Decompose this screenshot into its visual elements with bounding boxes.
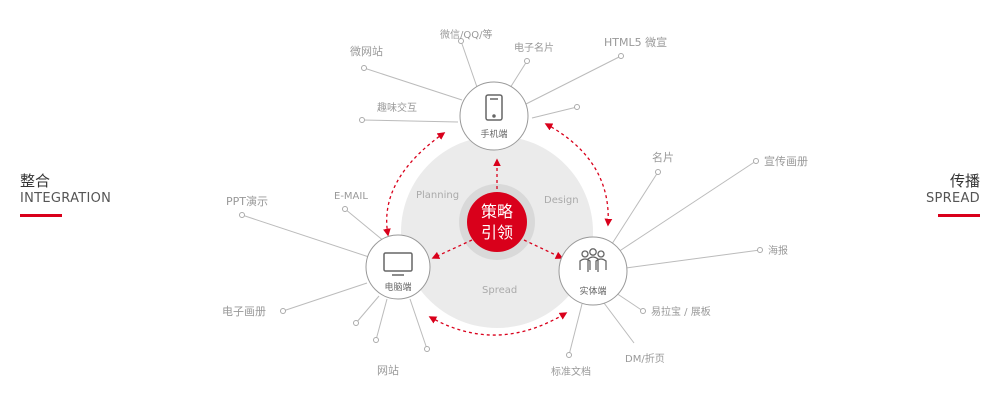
integration-title-en: INTEGRATION bbox=[20, 191, 112, 206]
node-label-pc: 电脑端 bbox=[384, 281, 411, 293]
ring-label-spread: Spread bbox=[482, 285, 517, 296]
node-physical: 实体端 bbox=[558, 236, 628, 306]
label-ecard: 电子名片 bbox=[514, 41, 554, 54]
label-poster: 海报 bbox=[768, 244, 788, 257]
label-html5: HTML5 微宣 bbox=[604, 35, 667, 49]
phone-icon bbox=[485, 94, 503, 121]
integration-title-cn: 整合 bbox=[20, 172, 51, 190]
people-icon bbox=[579, 248, 607, 272]
ring-label-planning: Planning bbox=[416, 190, 459, 201]
integration-underline bbox=[20, 214, 62, 217]
leaf-dots bbox=[239, 38, 763, 358]
node-mobile: 手机端 bbox=[459, 81, 529, 151]
label-micro-site: 微网站 bbox=[350, 44, 383, 58]
integration-section: 整合 INTEGRATION bbox=[20, 172, 111, 217]
node-label-physical: 实体端 bbox=[579, 285, 606, 297]
node-label-mobile: 手机端 bbox=[480, 128, 507, 140]
label-wechat-qq: 微信/QQ/等 bbox=[440, 28, 492, 41]
label-website: 网站 bbox=[377, 363, 399, 377]
label-rollup: 易拉宝 / 展板 bbox=[651, 305, 711, 318]
label-email: E-MAIL bbox=[334, 191, 368, 202]
label-brochure: 宣传画册 bbox=[764, 154, 808, 168]
connector-lines bbox=[241, 40, 761, 356]
center-strategy: 策略 引领 bbox=[467, 192, 527, 252]
node-pc: 电脑端 bbox=[365, 234, 431, 300]
spread-underline bbox=[938, 214, 980, 217]
label-dm: DM/折页 bbox=[625, 352, 665, 365]
label-ealbum: 电子画册 bbox=[222, 305, 266, 318]
monitor-icon bbox=[383, 252, 413, 276]
center-line2: 引领 bbox=[481, 223, 513, 242]
spread-title-cn: 传播 bbox=[949, 172, 980, 190]
ring-label-design: Design bbox=[544, 195, 579, 206]
label-docs: 标准文档 bbox=[551, 365, 591, 378]
spread-title-en: SPREAD bbox=[925, 191, 980, 206]
spread-section: 传播 SPREAD bbox=[926, 172, 980, 217]
label-ppt: PPT演示 bbox=[226, 194, 268, 208]
label-interactive: 趣味交互 bbox=[377, 101, 417, 114]
label-card: 名片 bbox=[652, 150, 674, 164]
center-line1: 策略 bbox=[481, 202, 513, 221]
